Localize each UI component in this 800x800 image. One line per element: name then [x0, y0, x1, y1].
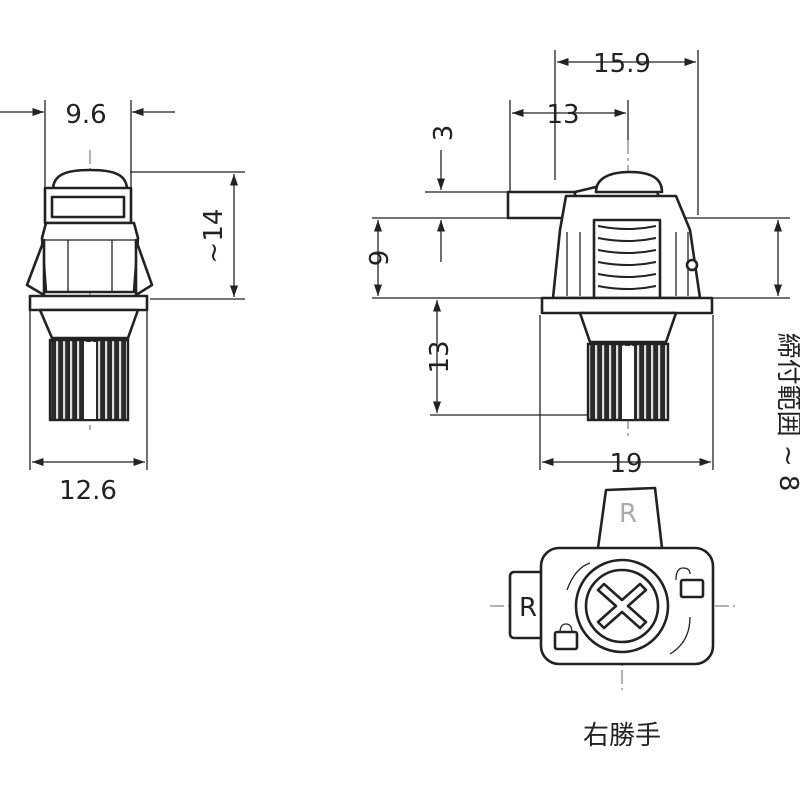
bottom-marker-letter: R	[519, 593, 537, 623]
dim-side-flange: 9	[365, 250, 395, 267]
dim-side-lever: 3	[429, 125, 459, 142]
side-dim-lever: 3	[429, 125, 459, 262]
side-dim-thread: 13	[425, 300, 455, 413]
lock-closed-icon	[553, 623, 579, 651]
side-dim-flange: 9	[365, 220, 395, 296]
dim-side-total: 15.9	[593, 49, 651, 79]
front-dim-top: 9.6	[0, 100, 175, 130]
bottom-view-caption: 右勝手	[583, 721, 661, 751]
bottom-view: R R	[490, 486, 735, 690]
front-view	[25, 100, 245, 470]
dim-front-bottom-width: 12.6	[59, 476, 117, 506]
dim-side-thread: 13	[425, 340, 455, 373]
front-dim-height: ~14	[199, 174, 239, 297]
dim-fastening-range: 締付範囲 ~ 8	[773, 333, 800, 492]
side-dim-inner: 13	[512, 100, 626, 130]
dim-front-top-width: 9.6	[65, 100, 106, 130]
side-dim-total: 15.9	[557, 49, 696, 79]
side-view	[372, 50, 790, 470]
dim-side-inner: 13	[546, 100, 579, 130]
dim-front-height: ~14	[199, 209, 229, 264]
lock-open-icon	[675, 567, 705, 599]
bottom-marker-letter-top: R	[619, 499, 637, 529]
front-dim-bottom: 12.6	[32, 457, 145, 506]
side-dim-range: 締付範囲 ~ 8	[773, 220, 800, 491]
dim-side-bottom: 19	[609, 449, 642, 479]
side-dim-bottom: 19	[542, 449, 711, 479]
